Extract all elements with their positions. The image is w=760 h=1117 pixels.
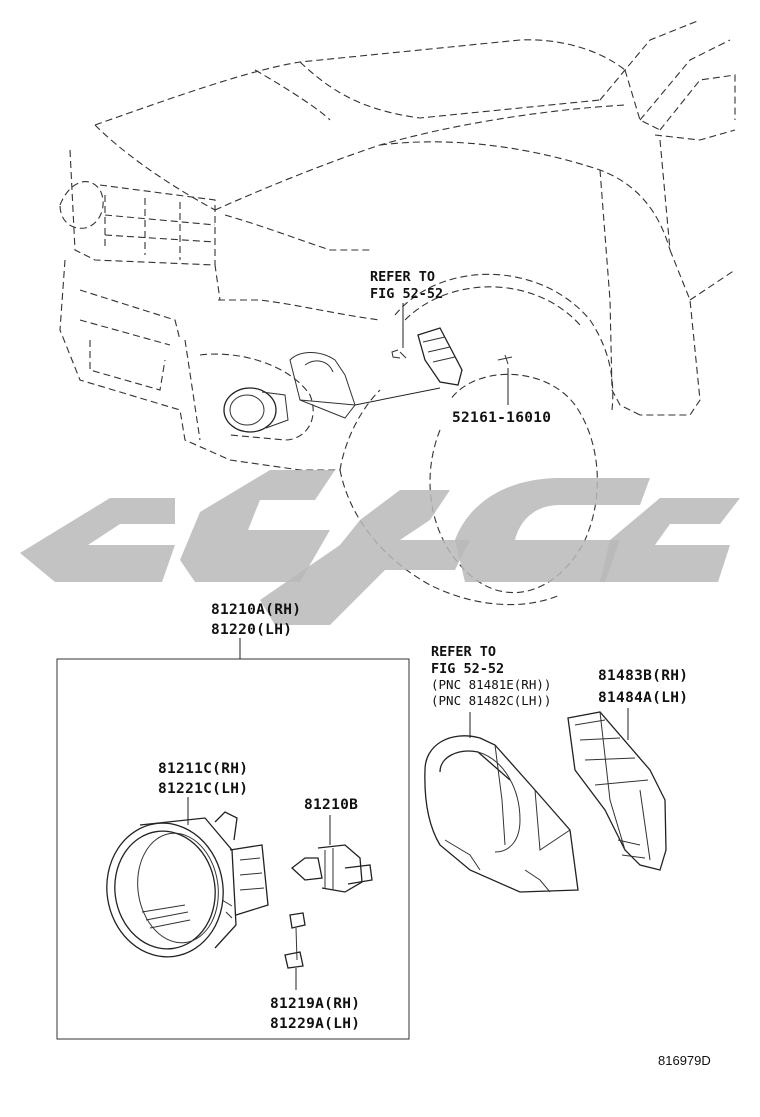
part-number-81211c: 81211C(RH) <box>158 761 248 777</box>
part-number-81229a: 81229A(LH) <box>270 1016 360 1032</box>
refer-to-label-mid: REFER TO <box>431 644 496 660</box>
refer-to-label-top: REFER TO <box>370 269 435 285</box>
vehicle-cover-bracket <box>391 327 513 386</box>
part-number-81221c: 81221C(LH) <box>158 781 248 797</box>
fog-lamp-cover-bracket <box>567 708 667 871</box>
detail-assembly-box <box>56 638 410 1040</box>
fog-lamp-bezel <box>424 712 579 893</box>
refer-fig-label-mid: FIG 52-52 <box>431 661 504 677</box>
part-number-81210b: 81210B <box>304 797 358 813</box>
part-number-52161-16010: 52161-16010 <box>452 410 551 426</box>
part-number-81210a: 81210A(RH) <box>211 602 301 618</box>
watermark-logo <box>20 470 740 625</box>
refer-fig-label-top: FIG 52-52 <box>370 286 443 302</box>
part-number-81483b: 81483B(RH) <box>598 668 688 684</box>
vehicle-fog-lamp <box>223 352 356 433</box>
figure-number: 816979D <box>658 1053 711 1068</box>
part-number-81220: 81220(LH) <box>211 622 292 638</box>
vehicle-front-outline <box>59 19 736 606</box>
part-number-81484a: 81484A(LH) <box>598 690 688 706</box>
part-number-81219a: 81219A(RH) <box>270 996 360 1012</box>
pnc-81482c-label: (PNC 81482C(LH)) <box>431 693 551 708</box>
pnc-81481e-label: (PNC 81481E(RH)) <box>431 677 551 692</box>
fog-lamp-assembly <box>106 811 373 990</box>
top-leader-lines <box>354 303 509 406</box>
